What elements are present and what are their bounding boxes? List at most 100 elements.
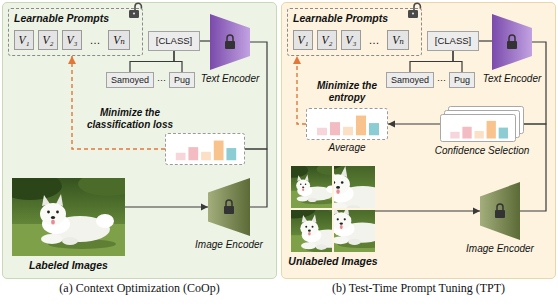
connector <box>520 124 546 211</box>
encoder-shape <box>492 14 532 70</box>
label-holder: … <box>363 30 385 50</box>
tag-label: Samoyed <box>111 74 149 86</box>
token-label: V₁ <box>297 33 308 47</box>
text-holder: Minimize the classification loss <box>78 107 182 131</box>
text-holder: Learnable Prompts <box>14 12 109 25</box>
text-encoder: Text Encoder <box>210 14 250 70</box>
lock-body <box>224 206 234 214</box>
lock-icon <box>507 35 517 49</box>
chart-bars <box>176 141 236 161</box>
prompt-box: Learnable PromptsV₁ V₂ V₃ Vₙ <box>287 8 422 56</box>
tag-label: Pug <box>174 74 190 86</box>
prompt-token: V₁ <box>14 30 34 50</box>
connector <box>410 51 453 72</box>
lock-body <box>225 41 235 49</box>
prompt-token: V₃ <box>341 30 361 50</box>
connector <box>130 51 174 72</box>
objective-label: Minimize the entropy <box>309 80 385 104</box>
chart-bars <box>317 116 379 136</box>
tag-label: [CLASS] <box>435 35 471 47</box>
encoder-label: Text Encoder <box>201 73 260 85</box>
label-holder: … <box>84 30 106 50</box>
label-holder: ··· <box>434 72 449 88</box>
augmented-views <box>291 166 375 252</box>
text-holder: Confidence Selection <box>435 145 530 157</box>
token-label: V₂ <box>42 33 53 47</box>
confidence-stack: Confidence Selection <box>440 106 524 142</box>
image-thumbnail: Labeled Images <box>12 178 125 256</box>
method-panel: (b) Test-Time Prompt Tuning (TPT)Learnab… <box>281 2 556 279</box>
connector <box>125 206 208 207</box>
connector <box>453 51 462 72</box>
text-holder: Image Encoder <box>466 243 534 255</box>
text-encoder: Text Encoder <box>492 14 532 70</box>
objective-label: Minimize the classification loss <box>78 107 182 131</box>
text-holder: Text Encoder <box>201 73 260 85</box>
text-holder: Unlabeled Images <box>288 255 377 268</box>
image-encoder: Image Encoder <box>480 182 520 240</box>
connector <box>174 51 182 72</box>
text-holder: Image Encoder <box>195 239 263 251</box>
text-holder: (a) Context Optimization (CoOp) <box>3 281 276 295</box>
lock-icon <box>225 35 235 49</box>
box-heading: Learnable Prompts <box>14 12 109 25</box>
prompt-token: V₂ <box>317 30 337 50</box>
text-holder: (b) Test-Time Prompt Tuning (TPT) <box>282 281 555 295</box>
stacked-charts <box>440 106 524 142</box>
prompt-token: V₁ <box>293 30 313 50</box>
connector <box>524 42 546 124</box>
chart-bars <box>450 121 508 139</box>
class-token: [CLASS] <box>148 31 200 51</box>
prediction-chart: Minimize the entropyAverage <box>306 108 388 140</box>
bar-chart <box>166 134 244 164</box>
connector <box>375 210 480 211</box>
lock-shackle <box>509 35 515 41</box>
dog-picture <box>299 188 376 252</box>
text-holder: Labeled Images <box>29 259 108 272</box>
dog-photo <box>12 178 125 256</box>
chart-card <box>441 115 516 142</box>
encoder-shape <box>210 14 250 70</box>
label-holder: ··· <box>154 72 169 88</box>
text-holder: Average <box>328 142 365 154</box>
feedback-arrow <box>72 56 165 149</box>
token-label: V₂ <box>321 33 332 47</box>
lock-shackle <box>497 204 503 210</box>
ellipsis-mark: ··· <box>157 74 166 86</box>
image-caption: Unlabeled Images <box>288 255 377 268</box>
connector <box>245 149 267 207</box>
open-lock-icon <box>408 3 420 18</box>
ellipsis-mark: … <box>90 34 101 46</box>
chart-caption: Average <box>328 142 365 154</box>
token-label: Vₙ <box>113 33 125 47</box>
prompt-token: V₂ <box>38 30 58 50</box>
prompt-token: Vₙ <box>108 30 130 50</box>
text-holder: Learnable Prompts <box>293 12 388 25</box>
class-token: [CLASS] <box>427 31 479 51</box>
encoder-shape <box>208 178 250 236</box>
token-label: Vₙ <box>392 33 404 47</box>
connector <box>245 42 267 149</box>
dog-crop <box>299 188 376 252</box>
tag-label: Samoyed <box>391 74 429 86</box>
tag-label: [CLASS] <box>156 35 192 47</box>
encoder-body <box>208 178 250 236</box>
panel-caption: (b) Test-Time Prompt Tuning (TPT) <box>282 281 555 295</box>
image-encoder: Image Encoder <box>208 178 250 236</box>
box-heading: Learnable Prompts <box>293 12 388 25</box>
lock-body <box>507 41 517 49</box>
lock-icon <box>224 200 234 214</box>
encoder-label: Image Encoder <box>466 243 534 255</box>
token-label: V₁ <box>18 33 29 47</box>
prompt-token: V₃ <box>62 30 82 50</box>
connector <box>200 40 210 41</box>
method-panel: (a) Context Optimization (CoOp)Learnable… <box>2 2 277 279</box>
bar-chart <box>307 109 387 139</box>
connector <box>479 40 492 41</box>
image-caption: Labeled Images <box>29 259 108 272</box>
encoder-body <box>492 14 532 70</box>
lock-icon <box>495 204 505 218</box>
text-holder: Text Encoder <box>483 73 542 85</box>
class-name-box: Pug <box>169 72 195 88</box>
